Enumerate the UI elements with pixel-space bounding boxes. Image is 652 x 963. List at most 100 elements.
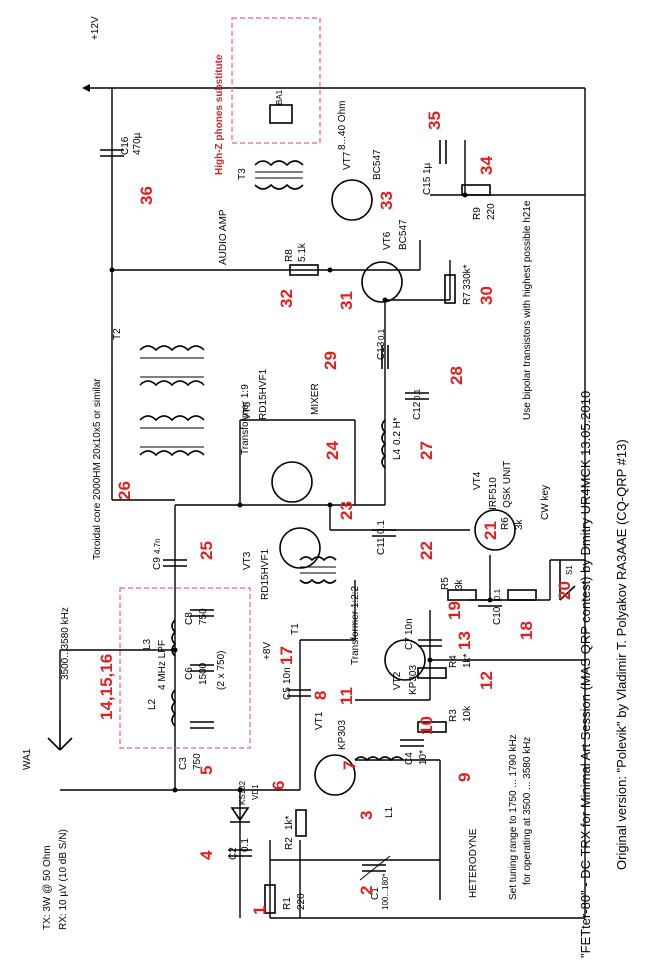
label-vt1: VT1 (314, 711, 325, 730)
label-c9: C9 (152, 557, 163, 570)
transistor-vt6 (361, 261, 403, 303)
value-r1: 220 (296, 893, 307, 910)
label-r2: R2 (284, 837, 295, 850)
capacitor-c16 (100, 149, 124, 157)
marker-9: 9 (455, 773, 474, 782)
label-c3: C3 (178, 757, 189, 770)
type-vt7: BC547 (372, 149, 383, 180)
label-vt4: VT4 (472, 471, 483, 490)
marker-36: 36 (137, 186, 156, 205)
transformer-t2b (139, 415, 205, 457)
note-cw-key: CW key (540, 485, 551, 520)
label-t1: T1 (290, 623, 301, 635)
label-vt6: VT6 (382, 231, 393, 250)
label-c6: C6 (184, 667, 195, 680)
value-r6: 3k (514, 518, 525, 530)
wiring (59, 87, 586, 919)
label-t2: T2 (112, 328, 123, 340)
marker-32: 32 (277, 289, 296, 308)
note-transformer122: Transformer 1:2:2 (350, 585, 361, 665)
label-ba1: BA1 (275, 89, 284, 105)
value-c1: 100...180* (381, 874, 390, 910)
label-vt2: VT2 (392, 671, 403, 690)
label-vt5: VT5 (242, 401, 253, 420)
label-r9: R9 (472, 207, 483, 220)
marker-34: 34 (477, 156, 496, 175)
transistors (271, 179, 516, 796)
label-l1: L1 (384, 806, 395, 818)
label-r8: R8 (284, 249, 295, 262)
transistor-vt1 (314, 754, 356, 796)
marker-14-16: 14,15,16 (97, 654, 116, 720)
note-audio-amp: AUDIO AMP (218, 209, 229, 265)
value-r5: 3k (454, 578, 465, 590)
label-c4: C4 (404, 752, 415, 765)
transformer-t2 (139, 345, 205, 387)
value-c10: 0.1 (493, 588, 502, 600)
inductor-l3 (171, 619, 177, 657)
spec-tx: TX: 3W @ 50 Ohm (42, 845, 53, 930)
rotated-text-layer: +12V WA1 3500...3580 kHz TX: 3W @ 50 Ohm… (22, 16, 629, 958)
type-vt2: KP303 (408, 665, 419, 695)
marker-10: 10 (417, 716, 436, 735)
label-c13: C13 (376, 341, 387, 360)
marker-11: 11 (337, 687, 356, 705)
cw-key-switch (559, 560, 576, 601)
label-c1: C1 (370, 887, 381, 900)
transformer-t1 (299, 556, 337, 584)
capacitor-c12 (405, 392, 429, 400)
label-s1: S1 (565, 565, 574, 575)
note-heterodyne: HETERODYNE (468, 828, 479, 898)
marker-17: 17 (277, 646, 296, 665)
label-l2: L2 (147, 698, 158, 710)
value-r9: 220 (486, 203, 497, 220)
capacitor-c15 (439, 140, 447, 164)
note-tuning2: for operating at 3500 ... 3580 kHz (522, 737, 533, 885)
type-vd1: KS182 (238, 780, 247, 805)
resistor-r8 (289, 264, 319, 276)
marker-20: 20 (555, 581, 574, 600)
marker-3: 3 (357, 811, 376, 820)
value-r7: 330k* (462, 264, 473, 290)
resistor-r9 (461, 184, 491, 196)
inductor-l2 (171, 689, 177, 727)
marker-7: 7 (340, 761, 359, 770)
capacitor-c11 (372, 529, 396, 537)
resistor-r6 (507, 589, 537, 601)
label-r6: R6 (500, 517, 511, 530)
supply-label: +12V (90, 16, 101, 40)
capacitor-c13 (381, 345, 389, 369)
note-bipolar: Use bipolar transistors with highest pos… (522, 200, 533, 420)
marker-4: 4 (197, 850, 216, 860)
marker-33: 33 (377, 191, 396, 210)
note-highz: High-Z phones substitute (214, 54, 225, 175)
note-transformer19: Transformer 1:9 (240, 384, 251, 455)
label-c15: C15 (422, 176, 433, 195)
marker-13: 13 (455, 631, 474, 650)
marker-35: 35 (425, 111, 444, 130)
marker-5: 5 (197, 766, 216, 775)
label-r3: R3 (448, 709, 459, 722)
marker-19: 19 (445, 601, 464, 620)
zener-vd1 (230, 807, 250, 823)
value-c5: 10n (282, 667, 293, 684)
value-c8: 750 (198, 608, 209, 625)
value-c6: 1500 (198, 662, 209, 685)
capacitor-c6 (190, 664, 214, 672)
marker-26: 26 (115, 481, 134, 500)
junction-dots (109, 192, 493, 793)
marker-2: 2 (357, 886, 376, 895)
value-r4: 1k* (462, 653, 473, 668)
value-r8: 5.1k (297, 242, 308, 262)
label-c8: C8 (184, 612, 195, 625)
supply-terminal (82, 84, 112, 92)
paren-c6: (2 x 750) (216, 651, 227, 690)
marker-8: 8 (311, 691, 330, 700)
marker-23: 23 (337, 501, 356, 520)
resistor-r1 (264, 884, 276, 914)
capacitor-c2 (228, 849, 252, 857)
label-c5: C5 (282, 687, 293, 700)
marker-21: 21 (481, 521, 500, 540)
value-c3: 750 (192, 753, 203, 770)
marker-30: 30 (477, 286, 496, 305)
